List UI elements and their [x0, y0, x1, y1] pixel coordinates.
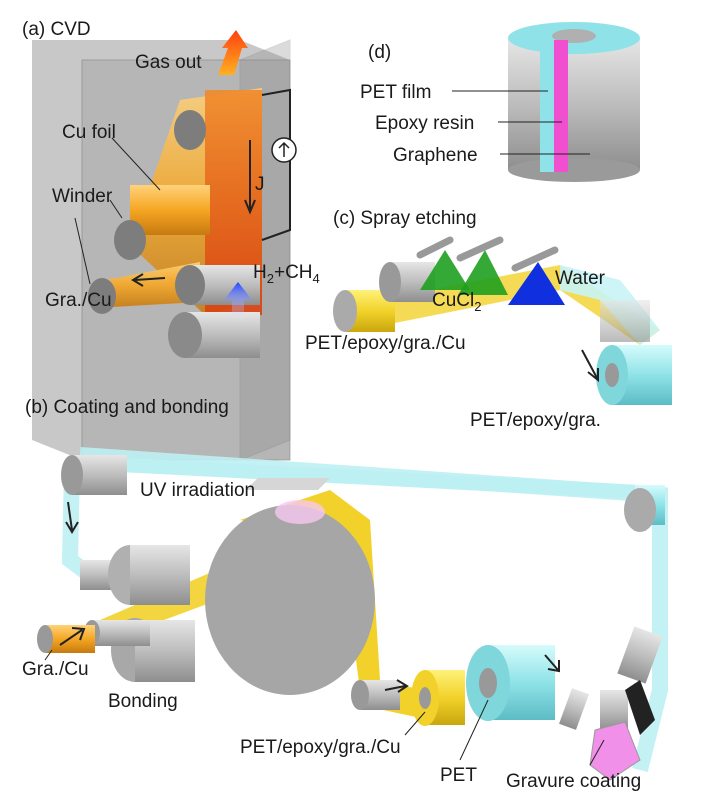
winder-label: Winder — [52, 186, 113, 207]
panel-b-title: (b) Coating and bonding — [25, 397, 229, 418]
output-roll-pet-epoxy-gra — [596, 345, 672, 405]
winder-roller — [114, 185, 210, 260]
gra-cu-strip — [95, 262, 200, 308]
exit-roller — [351, 680, 400, 710]
bonding-rollers — [80, 545, 195, 682]
cucl2-label: CuCl2 — [432, 290, 481, 314]
bonding-label: Bonding — [108, 691, 178, 712]
uv-lamp — [245, 478, 330, 490]
current-direction-arrow-icon — [244, 140, 256, 215]
roll-core — [552, 29, 596, 43]
gravure-guide-rollers — [559, 626, 663, 730]
gravure-coating-tray — [589, 721, 641, 781]
gas-in-h-sub: 2 — [267, 271, 274, 286]
roll-body — [508, 38, 640, 170]
panel-a-title: (a) CVD — [22, 19, 91, 40]
current-label: J — [255, 174, 265, 195]
pet-film-label: PET film — [360, 82, 431, 103]
gra-cu-feed-roll — [37, 625, 95, 653]
cucl2-spray-cone-1 — [420, 250, 470, 290]
panel-c-spray-etching: (c) Spray etching Water CuCl2 PET/epoxy/… — [305, 208, 672, 431]
leader-cu-foil — [111, 137, 161, 191]
nozzle-3 — [511, 246, 559, 272]
pet-label: PET — [440, 765, 477, 786]
gas-in-ch-sub: 4 — [313, 271, 320, 286]
epoxy-resin-layer — [554, 40, 568, 172]
gas-out-arrow-icon — [218, 30, 248, 75]
gra-cu-roller — [88, 278, 116, 314]
output-roll-b — [411, 670, 465, 726]
leader-pet — [459, 699, 489, 761]
roll-bottom — [508, 158, 640, 182]
top-right-roller — [624, 485, 665, 532]
bonding-roller-3 — [130, 545, 190, 605]
gravure-guide-roller-1 — [559, 688, 589, 730]
gra-cu-label-b: Gra./Cu — [22, 659, 89, 680]
output-roll-label-b: PET/epoxy/gra./Cu — [240, 737, 401, 758]
leader-winder — [109, 199, 123, 219]
gravure-coating-label: Gravure coating — [506, 771, 641, 792]
doctor-blade — [625, 680, 655, 735]
gas-in-label: H2+CH4 — [253, 262, 320, 286]
cucl2-main: CuCl — [432, 290, 474, 311]
cucl2-spray-cone-2 — [458, 250, 508, 295]
current-source-arrow-icon — [278, 141, 290, 157]
panel-b-coating-bonding: (b) Coating and bonding UV irradiation G… — [22, 397, 668, 792]
pet-supply-roll — [466, 645, 555, 721]
output-arrow-b — [384, 679, 409, 693]
panel-a-cvd: (a) CVD Gas out Cu foil Winder Gra./Cu J… — [22, 19, 320, 461]
pet-film-layer — [540, 40, 554, 172]
pet-arrow-b — [544, 654, 560, 673]
nozzle-2 — [456, 236, 504, 262]
panel-c-title: (c) Spray etching — [333, 208, 477, 229]
panel-d-title: (d) — [368, 42, 391, 63]
gra-cu-arrow-b — [59, 627, 86, 646]
water-spray-cone — [508, 262, 565, 305]
feed-arrow-b — [65, 501, 79, 534]
cu-foil-label: Cu foil — [62, 122, 116, 143]
spray-nozzles — [416, 236, 559, 272]
top-left-roller — [61, 455, 127, 495]
gra-cu-label: Gra./Cu — [45, 290, 112, 311]
output-roll-label: PET/epoxy/gra. — [470, 410, 601, 431]
input-roll-label: PET/epoxy/gra./Cu — [305, 333, 466, 354]
leader-gra-cu-b — [44, 649, 53, 661]
roll-direction-arrow-c — [581, 349, 599, 383]
leader-output-b — [404, 711, 426, 736]
panel-d-roll-cross-section: (d) PET film Epoxy resin Graphene — [360, 22, 640, 182]
leader-gravure — [589, 739, 605, 766]
gravure-guide-roller-2 — [617, 626, 663, 684]
foil-direction-arrow-icon — [131, 273, 166, 287]
graphene-label: Graphene — [393, 145, 478, 166]
bottom-roller — [168, 312, 260, 358]
uv-glow — [275, 500, 325, 524]
water-label: Water — [555, 268, 606, 289]
upper-roller — [174, 110, 206, 150]
cucl2-sub: 2 — [474, 299, 481, 314]
top-film-strip — [70, 455, 660, 500]
guide-roller-c2 — [600, 300, 650, 342]
uv-label: UV irradiation — [140, 480, 255, 501]
epoxy-resin-label: Epoxy resin — [375, 113, 474, 134]
gas-in-h: H — [253, 262, 267, 283]
gas-out-label: Gas out — [135, 52, 202, 73]
nozzle-1 — [416, 236, 454, 259]
leader-gra-cu — [74, 217, 91, 285]
uv-curing-drum — [205, 505, 375, 695]
gas-in-ch: +CH — [274, 262, 313, 283]
gas-in-arrow-icon — [224, 282, 252, 322]
